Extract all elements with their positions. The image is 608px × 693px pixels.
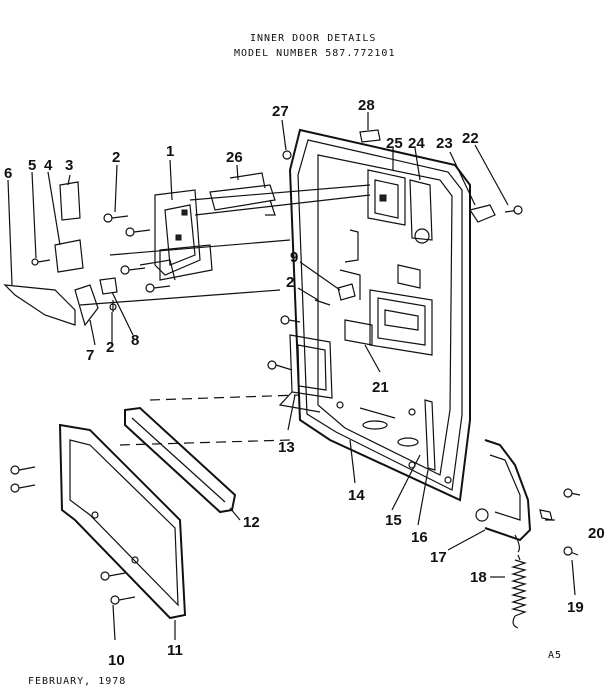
model-number: MODEL NUMBER 587.772101 bbox=[234, 48, 395, 59]
clip-part-8 bbox=[99, 277, 118, 295]
screw-part-2-middle bbox=[314, 299, 331, 306]
callout-10: 10 bbox=[108, 652, 125, 669]
latch-bracket-part-25 bbox=[367, 169, 406, 226]
strip-part-16 bbox=[424, 399, 436, 471]
callout-1: 1 bbox=[166, 143, 174, 160]
callout-16: 16 bbox=[411, 529, 428, 546]
latch-mechanism-part-1 bbox=[139, 189, 213, 281]
clip-part-23 bbox=[469, 204, 496, 223]
callout-6: 6 bbox=[4, 165, 12, 182]
callout-8: 8 bbox=[131, 332, 139, 349]
callout-5: 5 bbox=[28, 157, 36, 174]
callout-labels: 1 2 3 4 5 6 7 8 9 10 11 12 13 14 15 16 1… bbox=[4, 97, 605, 669]
page-code: A5 bbox=[548, 650, 562, 661]
bracket-part-26 bbox=[209, 172, 276, 216]
stop-part-28 bbox=[359, 129, 381, 143]
lever-part-7 bbox=[74, 284, 99, 327]
callout-14: 14 bbox=[348, 487, 365, 504]
screw-near-hinge bbox=[563, 488, 581, 498]
footer-date: FEBRUARY, 1978 bbox=[28, 676, 126, 687]
alignment-lines bbox=[79, 184, 371, 446]
callout-28: 28 bbox=[358, 97, 375, 114]
callout-3: 3 bbox=[65, 157, 73, 174]
nut-part-20 bbox=[539, 509, 553, 521]
washer-part-27 bbox=[282, 150, 292, 160]
callout-21: 21 bbox=[372, 379, 389, 396]
side-bracket-part-13 bbox=[278, 334, 333, 413]
latch-part-24 bbox=[409, 179, 433, 244]
screw-part-22 bbox=[504, 205, 523, 215]
callout-4: 4 bbox=[44, 157, 53, 174]
leader-lines bbox=[7, 112, 576, 641]
strip-part-15 bbox=[359, 407, 396, 419]
callout-20: 20 bbox=[588, 525, 605, 542]
callout-11: 11 bbox=[167, 642, 183, 659]
diagram-title: INNER DOOR DETAILS bbox=[250, 33, 376, 44]
callout-17: 17 bbox=[430, 549, 447, 566]
screw-head-left-lower bbox=[267, 360, 277, 370]
callout-22: 22 bbox=[462, 130, 479, 147]
callout-26: 26 bbox=[226, 149, 243, 166]
callout-2-lower: 2 bbox=[106, 339, 114, 356]
screws-left bbox=[31, 213, 171, 312]
screws-lower-left bbox=[10, 465, 136, 605]
callout-19: 19 bbox=[567, 599, 584, 616]
callout-2-middle: 2 bbox=[286, 274, 294, 291]
latch-assembly-part-21 bbox=[344, 264, 433, 356]
screw-part-19 bbox=[563, 546, 579, 556]
callout-25: 25 bbox=[386, 135, 403, 152]
callout-12: 12 bbox=[243, 514, 260, 531]
strip-part-6 bbox=[3, 284, 76, 326]
callout-13: 13 bbox=[278, 439, 295, 456]
clip-part-9 bbox=[337, 283, 356, 301]
callout-27: 27 bbox=[272, 103, 289, 120]
callout-2: 2 bbox=[112, 149, 120, 166]
callout-15: 15 bbox=[385, 512, 402, 529]
callout-18: 18 bbox=[470, 569, 487, 586]
callout-9: 9 bbox=[290, 249, 298, 266]
plate-part-3 bbox=[59, 181, 81, 221]
panel-part-11 bbox=[58, 423, 187, 620]
hinge-part-17 bbox=[475, 439, 532, 553]
spring-part-18 bbox=[510, 554, 528, 629]
bracket-part-4 bbox=[54, 239, 84, 273]
callout-23: 23 bbox=[436, 135, 453, 152]
callout-24: 24 bbox=[408, 135, 425, 152]
screw-head-left-upper bbox=[280, 315, 290, 325]
strip-part-12 bbox=[124, 406, 237, 514]
door-panel-part-14 bbox=[288, 128, 471, 502]
callout-7: 7 bbox=[86, 347, 94, 364]
